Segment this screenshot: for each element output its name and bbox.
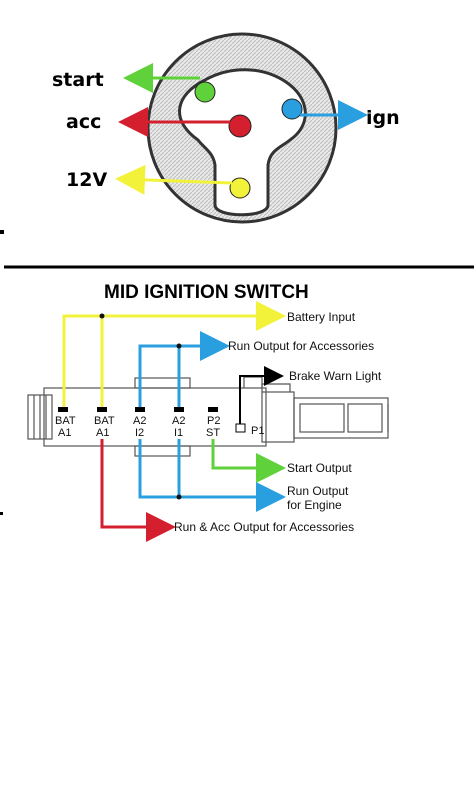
pin-bat2-bot: A1 bbox=[96, 427, 109, 439]
output-labels: Battery Input Run Output for Accessories… bbox=[174, 310, 382, 534]
junction-dot bbox=[99, 313, 105, 319]
run-acc-output-label: Run & Acc Output for Accessories bbox=[174, 520, 354, 534]
pin-p2-top: P2 bbox=[207, 415, 220, 427]
run-engine-label-2: for Engine bbox=[287, 498, 342, 512]
battery-input-label: Battery Input bbox=[287, 310, 356, 324]
brake-warn-label: Brake Warn Light bbox=[289, 369, 382, 383]
pin-a2-1-top: A2 bbox=[133, 415, 146, 427]
pin-a2-2-top: A2 bbox=[172, 415, 185, 427]
body-main bbox=[43, 387, 267, 447]
pin-p2-slot bbox=[208, 407, 218, 412]
pin-bat2-top: BAT bbox=[94, 415, 115, 427]
start-label: start bbox=[52, 69, 104, 91]
pin-labels: BAT A1 BAT A1 A2 I2 A2 I1 P2 ST P1 bbox=[55, 415, 264, 439]
pin-a2-1-bot: I2 bbox=[135, 427, 144, 439]
pin-p1-slot bbox=[235, 423, 246, 433]
start-output-wire bbox=[211, 439, 286, 483]
brake-warn-wire bbox=[239, 366, 284, 424]
battery-wires bbox=[62, 301, 286, 407]
pin-bat1-bot: A1 bbox=[58, 427, 71, 439]
v12-label: 12V bbox=[66, 169, 107, 191]
pin-a2-1-slot bbox=[135, 407, 145, 412]
edge-mark bbox=[0, 230, 4, 234]
junction-dot bbox=[176, 494, 182, 500]
switch-terminals bbox=[194, 81, 303, 199]
ign-terminal bbox=[281, 98, 303, 120]
pin-p1-label: P1 bbox=[251, 425, 264, 437]
run-engine-label-1: Run Output bbox=[287, 484, 349, 498]
switch-body bbox=[27, 376, 389, 457]
acc-label: acc bbox=[66, 111, 101, 133]
run-acc-output-wire bbox=[100, 439, 176, 542]
acc-terminal bbox=[228, 114, 252, 138]
run-acc-wires bbox=[138, 331, 230, 407]
body-rear-block bbox=[261, 391, 295, 443]
edge-mark bbox=[0, 512, 3, 515]
ign-label: ign bbox=[366, 107, 400, 129]
pin-p2-bot: ST bbox=[206, 427, 220, 439]
pin-bat1-slot bbox=[58, 407, 68, 412]
pin-a2-2-bot: I1 bbox=[174, 427, 183, 439]
v12-wire bbox=[115, 164, 233, 195]
junction-dot bbox=[176, 343, 182, 349]
pin-bat2-slot bbox=[97, 407, 107, 412]
pin-a2-2-slot bbox=[174, 407, 184, 412]
start-output-label: Start Output bbox=[287, 461, 352, 475]
start-terminal bbox=[194, 81, 216, 103]
diagram-title: MID IGNITION SWITCH bbox=[104, 282, 309, 303]
v12-terminal bbox=[229, 177, 251, 199]
pin-bat1-top: BAT bbox=[55, 415, 76, 427]
top-wires bbox=[115, 63, 368, 195]
switch-key-slot bbox=[178, 68, 307, 217]
run-acc-label: Run Output for Accessories bbox=[228, 339, 374, 353]
run-engine-wires bbox=[138, 439, 286, 512]
